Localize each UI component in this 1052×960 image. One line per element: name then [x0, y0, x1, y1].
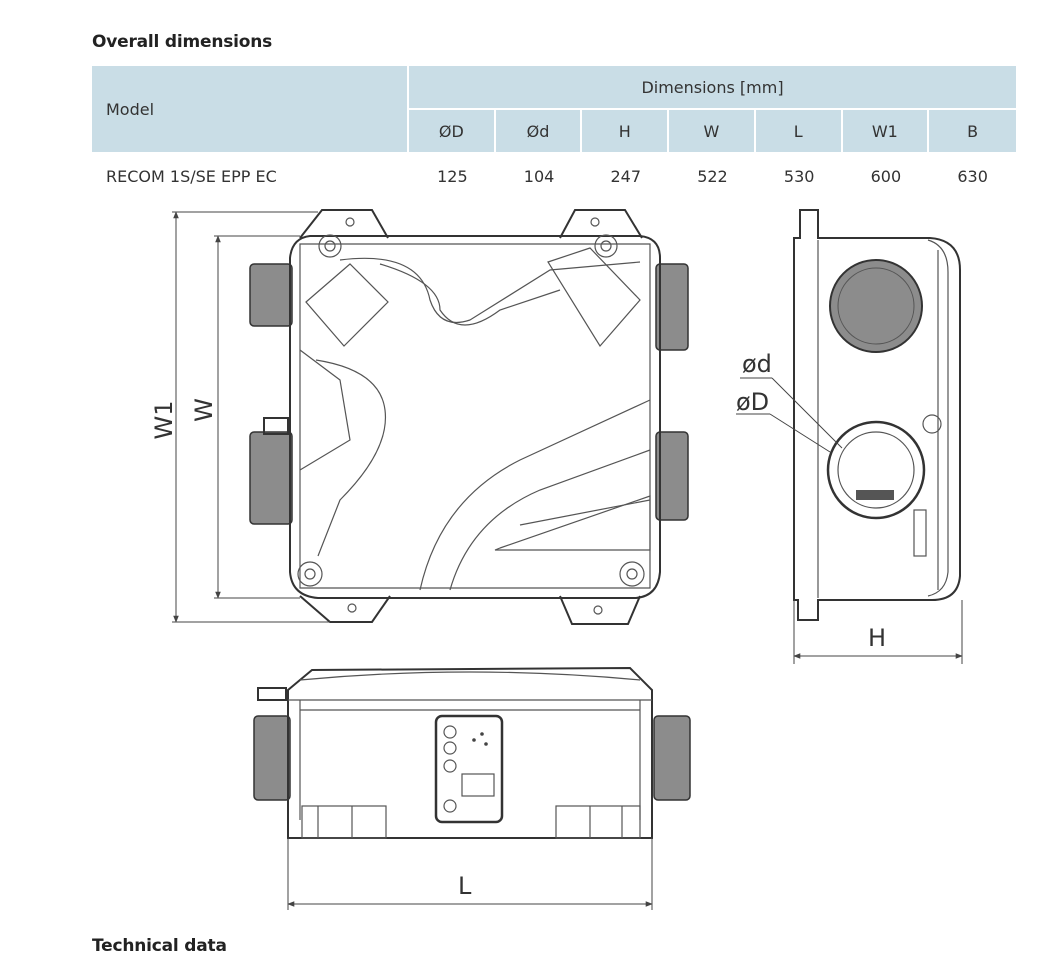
- model-column-header: Model: [92, 66, 409, 152]
- col-header-b: B: [929, 110, 1016, 152]
- overall-dimensions-heading: Overall dimensions: [92, 32, 273, 52]
- value-cell: 522: [697, 166, 728, 186]
- large-diameter-label: øD: [736, 388, 769, 416]
- top-view-drawing: [172, 209, 689, 625]
- small-diameter-label: ød: [742, 350, 772, 378]
- technical-data-heading: Technical data: [92, 936, 227, 956]
- table-row: RECOM 1S/SE EPP EC 125 104 247 522 530 6…: [92, 152, 1016, 200]
- col-header-l: L: [755, 110, 843, 152]
- l-dimension-label: L: [458, 872, 472, 900]
- h-dimension-label: H: [868, 624, 886, 652]
- col-header-w1: W1: [842, 110, 930, 152]
- model-cell: RECOM 1S/SE EPP EC: [106, 166, 277, 186]
- front-view-drawing: [253, 666, 691, 910]
- value-cell: 247: [610, 166, 642, 186]
- dimensions-group-header: Dimensions [mm]: [409, 66, 1016, 110]
- value-cell: 530: [783, 166, 815, 186]
- value-cell: 104: [523, 166, 555, 186]
- col-header-od: Ød: [495, 110, 583, 152]
- value-cell: 600: [870, 166, 902, 186]
- col-header-OD: ØD: [409, 110, 496, 152]
- value-cell: 630: [957, 166, 988, 186]
- side-view-drawing: [736, 209, 963, 664]
- dimensions-table: Model Dimensions [mm] ØD Ød H W L W1 B R…: [92, 66, 1016, 200]
- w1-dimension-label: W1: [150, 401, 178, 440]
- col-header-h: H: [582, 110, 670, 152]
- w-dimension-label: W: [190, 398, 218, 422]
- col-header-w: W: [669, 110, 756, 152]
- value-cell: 125: [437, 166, 468, 186]
